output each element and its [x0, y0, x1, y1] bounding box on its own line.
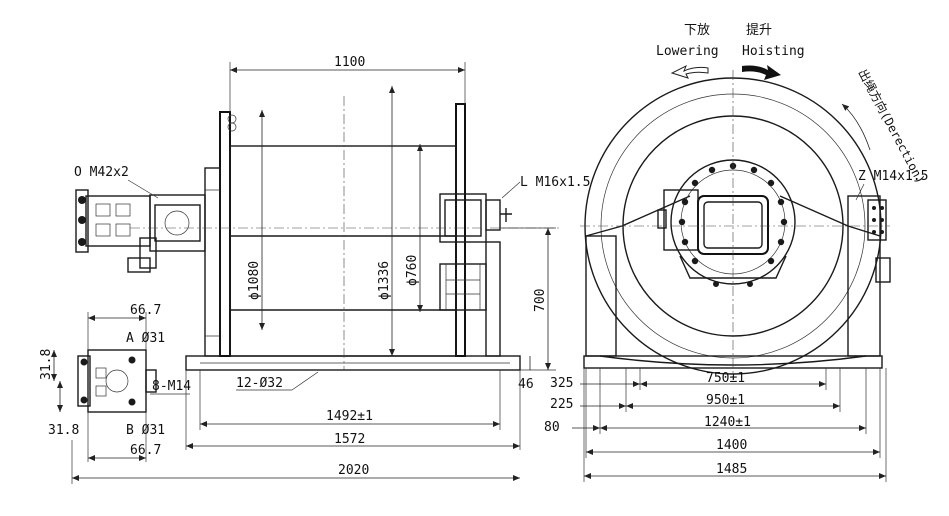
- dim-len-1572: 1572: [334, 432, 365, 447]
- dim-dia-1080: ϕ1080: [247, 261, 262, 300]
- direction-indicator: 下放 Lowering 提升 Hoisting 出绳方向(Derection): [656, 22, 928, 186]
- dim-side-1485: 1485: [716, 462, 747, 477]
- dim-side-750: 750±1: [706, 371, 745, 386]
- flange-bolts: [678, 162, 788, 265]
- port-o-label: O M42x2: [74, 165, 129, 180]
- dim-side-225: 225: [550, 397, 573, 412]
- dim-dia-1336: ϕ1336: [377, 261, 392, 300]
- left-support: [204, 167, 221, 357]
- dim-side-1400: 1400: [716, 438, 747, 453]
- valve-detail-view: 66.7 A Ø31 8-M14 B Ø31 66.7 31.8 31.8: [39, 303, 191, 462]
- lowering-cn-label: 下放: [684, 23, 710, 38]
- dim-height-700: 700: [533, 289, 548, 312]
- drum-body: [229, 145, 457, 357]
- right-bearing-assembly: [439, 193, 512, 357]
- dim-len-2020: 2020: [338, 463, 369, 478]
- lowering-label: Lowering: [656, 44, 719, 59]
- dim-side-1240: 1240±1: [704, 415, 751, 430]
- dim-valve-31-top: 31.8: [39, 349, 54, 380]
- dim-valve-66-top: 66.7: [130, 303, 161, 318]
- dim-base-46: 46: [518, 377, 534, 392]
- dim-valve-66-bot: 66.7: [130, 443, 161, 458]
- side-valve: [663, 189, 699, 251]
- side-view: Z M14x1.5 325 750±1 225 950±1 80 1240±1 …: [544, 70, 928, 482]
- hydraulic-motor: [149, 194, 206, 252]
- dim-valve-31-bot: 31.8: [48, 423, 79, 438]
- dim-side-325: 325: [550, 376, 573, 391]
- dim-len-1492: 1492±1: [326, 409, 373, 424]
- dim-width-1100: 1100: [334, 55, 365, 70]
- rope-direction-arrow-icon: [841, 103, 871, 151]
- left-frame-side: [585, 235, 617, 357]
- bolts-8-label: 8-M14: [152, 379, 191, 394]
- lowering-arrow-icon: [670, 64, 709, 79]
- port-z-label: Z M14x1.5: [858, 169, 928, 184]
- dim-side-80: 80: [544, 420, 560, 435]
- dim-side-950: 950±1: [706, 393, 745, 408]
- right-flange: [455, 103, 466, 357]
- port-l-label: L M16x1.5: [520, 175, 590, 190]
- front-view: ϕ1080 ϕ1336 ϕ760 1100 700 46 O M42x2 L M…: [71, 55, 590, 484]
- holes-12-label: 12-Ø32: [236, 376, 283, 391]
- hoisting-label: Hoisting: [742, 44, 805, 59]
- dim-dia-760: ϕ760: [405, 255, 420, 286]
- hoisting-arrow-icon: [742, 65, 781, 80]
- hoisting-cn-label: 提升: [746, 22, 772, 38]
- valve-block-top: [75, 189, 157, 273]
- port-a-label: A Ø31: [126, 331, 165, 346]
- left-flange: [219, 111, 231, 357]
- port-b-label: B Ø31: [126, 423, 165, 438]
